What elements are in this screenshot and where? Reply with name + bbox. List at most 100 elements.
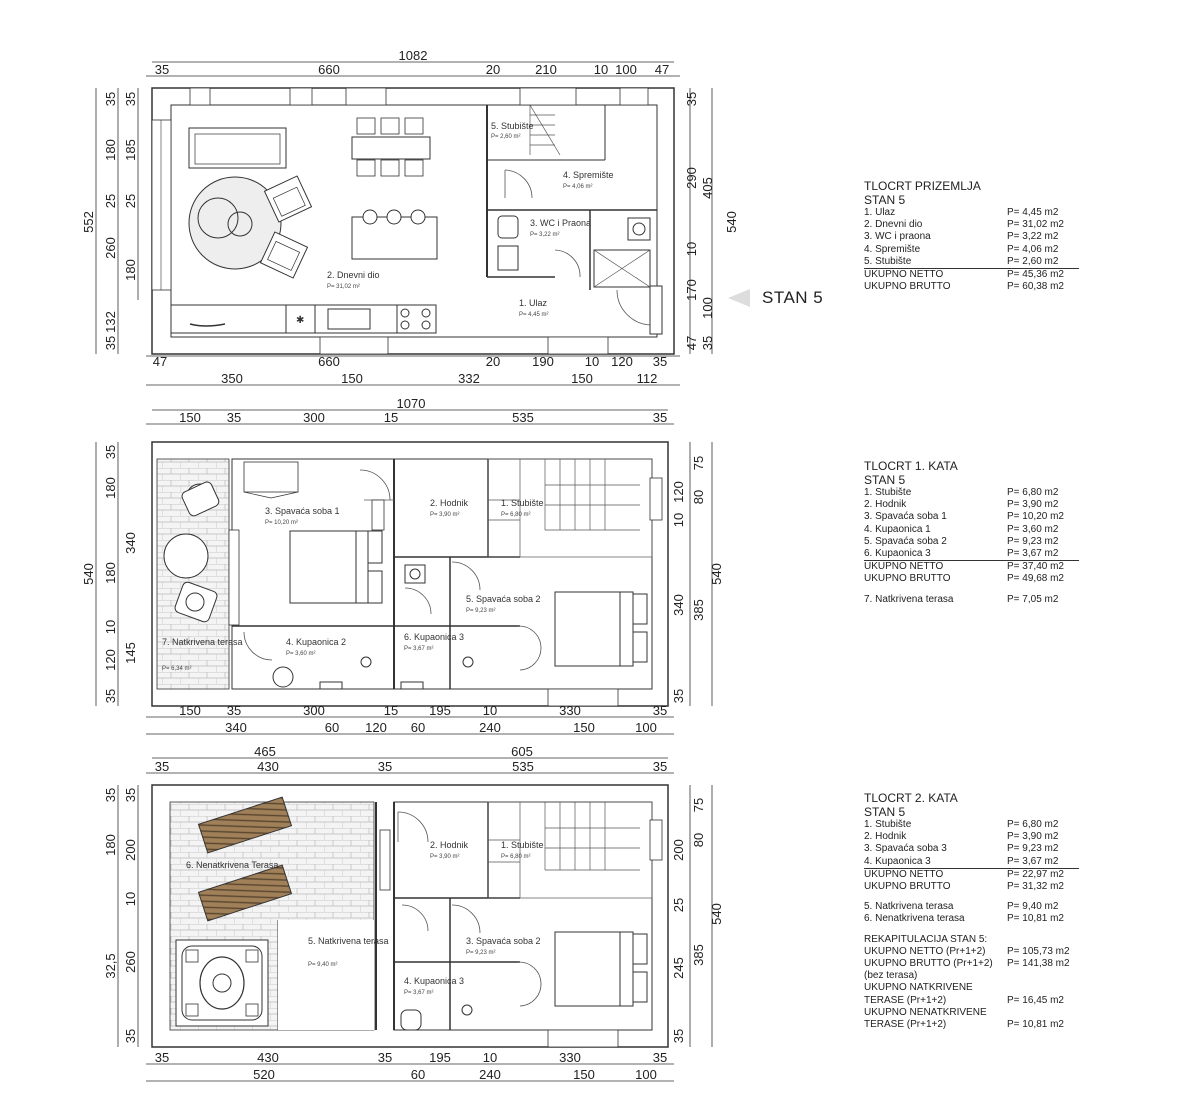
svg-text:✱: ✱ <box>296 315 304 326</box>
legend-row-value: P= 3,60 m2 <box>1007 523 1059 535</box>
dim-label: 540 <box>709 563 724 585</box>
room-label: 2. Hodnik <box>430 498 469 508</box>
room-area: P= 6,80 m² <box>501 854 531 860</box>
dim-label: 20 <box>486 354 500 369</box>
dim-label: 60 <box>325 720 339 735</box>
room-area: P= 9,23 m² <box>466 608 496 614</box>
legend-row-name: UKUPNO BRUTTO <box>864 881 951 893</box>
dim-label: 35 <box>123 1029 138 1043</box>
dim-label: 25 <box>103 194 118 208</box>
legend-row-name: 2. Hodnik <box>864 499 907 511</box>
dim-label: 240 <box>479 1067 501 1082</box>
dim-label: 25 <box>123 194 138 208</box>
dim-label: 35 <box>103 445 118 459</box>
dim-label: 10 <box>483 703 497 718</box>
room-label: 6. Kupaonica 3 <box>404 632 464 642</box>
room-area: P= 9,40 m² <box>308 962 338 968</box>
room-label: 1. Ulaz <box>519 298 548 308</box>
legend-row: 6. Kupaonica 3 P= 3,67 m2 <box>864 548 1079 562</box>
legend-row: UKUPNO NENATKRIVENE <box>864 1007 1079 1019</box>
legend-row-name: TERASE (Pr+1+2) <box>864 1019 947 1031</box>
dim-label: 120 <box>611 354 633 369</box>
dim-label: 385 <box>691 599 706 621</box>
dim-label: 35 <box>653 703 667 718</box>
dim-label: 260 <box>103 237 118 259</box>
room-label: 6. Nenatkrivena Terasa <box>186 860 278 870</box>
room-label: 3. Spavaća soba 1 <box>265 506 340 516</box>
legend-row-value: P= 3,67 m2 <box>1007 548 1059 560</box>
dim-label: 100 <box>635 720 657 735</box>
dim-label: 180 <box>123 259 138 281</box>
legend-row-name: 6. Kupaonica 3 <box>864 548 931 560</box>
dim-label: 200 <box>671 839 686 861</box>
dim-label: 35 <box>653 410 667 425</box>
room-label: 3. WC i Praona <box>530 218 591 228</box>
legend-row-name: 5. Natkrivena terasa <box>864 901 954 913</box>
legend-row-value: P= 6,80 m2 <box>1007 819 1059 830</box>
dim-label: 35 <box>155 1050 169 1065</box>
dim-label: 245 <box>671 957 686 979</box>
dim-label: 25 <box>671 898 686 912</box>
dim-label: 180 <box>103 834 118 856</box>
legend-row-name: 4. Kupaonica 1 <box>864 523 931 535</box>
dim-label: 260 <box>123 951 138 973</box>
legend-row-value: P= 3,67 m2 <box>1007 855 1059 867</box>
dim-label: 120 <box>671 481 686 503</box>
legend-row-value: P= 3,90 m2 <box>1007 499 1059 511</box>
dim-label: 150 <box>571 371 593 386</box>
legend-row-value: P= 49,68 m2 <box>1007 573 1064 585</box>
legend-title: TLOCRT PRIZEMLJA <box>864 179 981 193</box>
room-area: P= 3,67 m² <box>404 990 434 996</box>
dim-label: 60 <box>411 1067 425 1082</box>
dim-label: 120 <box>365 720 387 735</box>
dim-label: 350 <box>221 371 243 386</box>
dim-label: 180 <box>103 139 118 161</box>
legend-row: UKUPNO NATKRIVENE <box>864 982 1079 994</box>
legend-row-value: P= 6,80 m2 <box>1007 487 1059 498</box>
legend-row: 4. Kupaonica 1 P= 3,60 m2 <box>864 524 1079 536</box>
room-label: 7. Natkrivena terasa <box>162 637 243 647</box>
dim-label: 540 <box>81 563 96 585</box>
dim-label: 35 <box>378 759 392 774</box>
legend-row-name: (bez terasa) <box>864 970 918 982</box>
legend-subtitle: STAN 5 <box>864 472 906 487</box>
dim-label: 185 <box>123 139 138 161</box>
legend-row-value: P= 16,45 m2 <box>1007 994 1064 1006</box>
legend-row: UKUPNO NETTO (Pr+1+2)P= 105,73 m2 <box>864 946 1079 958</box>
dim-label: 35 <box>227 410 241 425</box>
dim-label: 300 <box>303 703 325 718</box>
room-label: 5. Natkrivena terasa <box>308 936 389 946</box>
plan-prizemlje: ✱ 2. Dnevni dio P= 31,02 m² 1. Ulaz P= 4… <box>81 48 739 386</box>
legend-row-value: P= 31,02 m2 <box>1007 219 1064 231</box>
room-label: 2. Hodnik <box>430 840 469 850</box>
dim-label: 180 <box>103 562 118 584</box>
dim-label: 80 <box>691 490 706 504</box>
dim-label: 332 <box>458 371 480 386</box>
room-area: P= 9,23 m² <box>466 950 496 956</box>
dim-label: 552 <box>81 211 96 233</box>
dim-label: 35 <box>671 689 686 703</box>
dim-label: 35 <box>103 92 118 106</box>
dim-label: 150 <box>573 1067 595 1082</box>
room-label: 1. Stubište <box>501 840 544 850</box>
dim-label: 35 <box>378 1050 392 1065</box>
legend-row-value: P= 9,23 m2 <box>1007 535 1059 547</box>
recap-title: REKAPITULACIJA STAN 5: <box>864 933 988 945</box>
dim-label: 35 <box>653 759 667 774</box>
legend-row-value: P= 7,05 m2 <box>1007 593 1059 605</box>
legend-row-name: UKUPNO NETTO <box>864 269 944 281</box>
legend-row-name: 4. Spremište <box>864 243 921 255</box>
legend-row: 2. Hodnik P= 3,90 m2 <box>864 499 1079 511</box>
dim-label: 405 <box>700 177 715 199</box>
legend-row-value: P= 141,38 m2 <box>1007 958 1070 970</box>
dim-label: 132 <box>103 311 118 333</box>
